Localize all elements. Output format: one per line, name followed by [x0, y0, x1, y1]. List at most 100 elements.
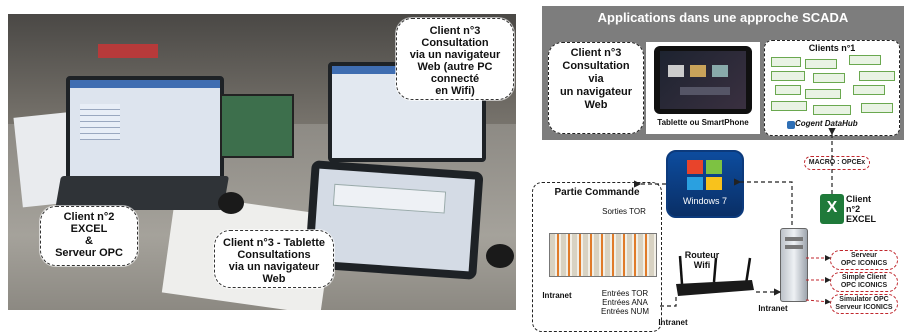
- drive-bay: [785, 237, 803, 241]
- client-tile: [861, 103, 893, 113]
- window-bar: [70, 80, 220, 88]
- bubble-client2: Client n°2 EXCEL & Serveur OPC: [40, 206, 138, 266]
- client2-line: Client: [846, 194, 872, 204]
- link-server-pill3: [805, 298, 831, 305]
- intranet-left-label: Intranet: [542, 291, 572, 300]
- scada-diagram: Applications dans une approche SCADA Cli…: [520, 6, 904, 332]
- bubble-client3-tablet: Client n°3 - Tablette Consultations via …: [214, 230, 334, 288]
- client3-box: Client n°3 Consultation via un navigateu…: [548, 42, 644, 134]
- intranet-right-label: Intranet: [758, 304, 788, 313]
- router-line: Wifi: [693, 260, 711, 270]
- flag-yellow: [706, 177, 722, 190]
- router-antenna: [678, 255, 684, 285]
- client-tile: [853, 85, 885, 95]
- flag-red: [687, 160, 703, 174]
- opc-simple-client-pill: Simple Client OPC ICONICS: [830, 272, 898, 292]
- flag-blue: [687, 177, 703, 190]
- bubble-line: Client n°3 - Tablette: [223, 237, 325, 249]
- mouse: [486, 244, 514, 268]
- bubble-line: Web (autre PC connecté: [417, 61, 493, 85]
- client2-line: n°2: [846, 204, 861, 214]
- client-tile: [775, 85, 801, 95]
- opc-line: Serveur: [850, 252, 878, 259]
- intranet-bottom-label: Intranet: [658, 318, 688, 327]
- client2-label: Client n°2 EXCEL: [846, 194, 896, 224]
- app-tile: [668, 65, 684, 77]
- bubble-client3-web: Client n°3 Consultation via un navigateu…: [396, 18, 514, 100]
- excel-grid: [80, 104, 120, 140]
- client2-line: EXCEL: [846, 214, 877, 224]
- router-antenna: [712, 257, 718, 283]
- bubble-line: en Wifi): [435, 85, 475, 97]
- client3-line: Web: [584, 99, 608, 111]
- macro-pill: MACRO : OPCEx: [804, 156, 870, 170]
- laptop-screen-excel: [66, 76, 224, 180]
- router-line: Routeur: [684, 250, 720, 260]
- tablet-content: [332, 183, 447, 214]
- entrees-labels: Entrées TOR Entrées ANA Entrées NUM: [591, 289, 659, 316]
- app-tile: [690, 65, 706, 77]
- client-tile: [813, 73, 845, 83]
- drive-bay: [785, 245, 803, 249]
- mouse: [218, 192, 244, 214]
- excel-icon: X: [820, 194, 844, 224]
- bubble-line: via un navigateur: [409, 49, 501, 61]
- opc-line: Simulator OPC: [839, 296, 889, 303]
- client3-line: Client n°3: [570, 47, 622, 59]
- opc-server-pill: Serveur OPC ICONICS: [830, 250, 898, 270]
- windows-logo: Windows 7: [666, 150, 744, 218]
- sorties-label: Sorties TOR: [602, 207, 646, 216]
- lab-photo: Client n°3 Consultation via un navigateu…: [8, 14, 516, 310]
- client3-line: via: [588, 73, 604, 85]
- flag-green: [706, 160, 722, 174]
- bubble-line: Consultations: [237, 249, 311, 261]
- bubble-line: Client n°2: [63, 211, 115, 223]
- app-tile: [680, 87, 730, 95]
- entree-line: Entrées ANA: [602, 298, 648, 307]
- client-tile: [813, 105, 851, 115]
- scada-title: Applications dans une approche SCADA: [597, 10, 849, 25]
- link-windows-server: [734, 178, 793, 228]
- entree-line: Entrées NUM: [600, 307, 649, 316]
- plc-rack: [549, 233, 657, 277]
- client-tile: [859, 71, 895, 81]
- server-tower: [780, 228, 808, 302]
- cogent-datahub-label: Cogent DataHub: [795, 119, 858, 128]
- entree-line: Entrées TOR: [601, 289, 649, 298]
- client-tile: [771, 71, 805, 81]
- bubble-line: Serveur OPC: [55, 247, 123, 259]
- macro-label: MACRO : OPCEx: [808, 159, 866, 166]
- router-icon: [676, 255, 754, 296]
- client3-line: Consultation: [562, 60, 630, 72]
- client3-line: un navigateur: [559, 86, 633, 98]
- router-body: [676, 280, 754, 296]
- router-labels: Routeur Wifi: [682, 250, 722, 270]
- client-tile: [771, 101, 807, 111]
- opc-line: OPC ICONICS: [840, 260, 888, 267]
- laptop-keyboard: [55, 176, 229, 210]
- opc-line: OPC ICONICS: [840, 282, 888, 289]
- client-tile: [805, 89, 841, 99]
- bubble-line: Web: [262, 273, 286, 285]
- tablet-caption: Tablette ou SmartPhone: [657, 118, 749, 127]
- tablet-device: [654, 46, 752, 114]
- datahub-icon: [787, 121, 795, 129]
- bubble-line: Consultation: [421, 37, 489, 49]
- opc-line: Serveur ICONICS: [835, 304, 893, 311]
- opc-simulator-pill: Simulator OPC Serveur ICONICS: [830, 294, 898, 314]
- bubble-line: EXCEL: [70, 223, 108, 235]
- client-tile: [805, 59, 837, 69]
- client-tile: [771, 57, 801, 67]
- app-tile: [712, 65, 728, 77]
- clients1-title: Clients n°1: [808, 43, 856, 53]
- partie-commande-box: Partie Commande Sorties TOR Entrées TOR …: [532, 182, 662, 332]
- partie-commande-title: Partie Commande: [554, 187, 640, 198]
- clients1-box: Clients n°1 Cogent DataHub: [764, 40, 900, 136]
- router-antenna: [744, 257, 752, 285]
- bubble-line: Client n°3: [429, 25, 481, 37]
- tablet-panel: Tablette ou SmartPhone: [646, 42, 760, 134]
- windows-label: Windows 7: [682, 196, 727, 206]
- windows-flag-icon: [687, 160, 722, 190]
- tablet-display: [660, 51, 746, 109]
- client-tile: [849, 55, 881, 65]
